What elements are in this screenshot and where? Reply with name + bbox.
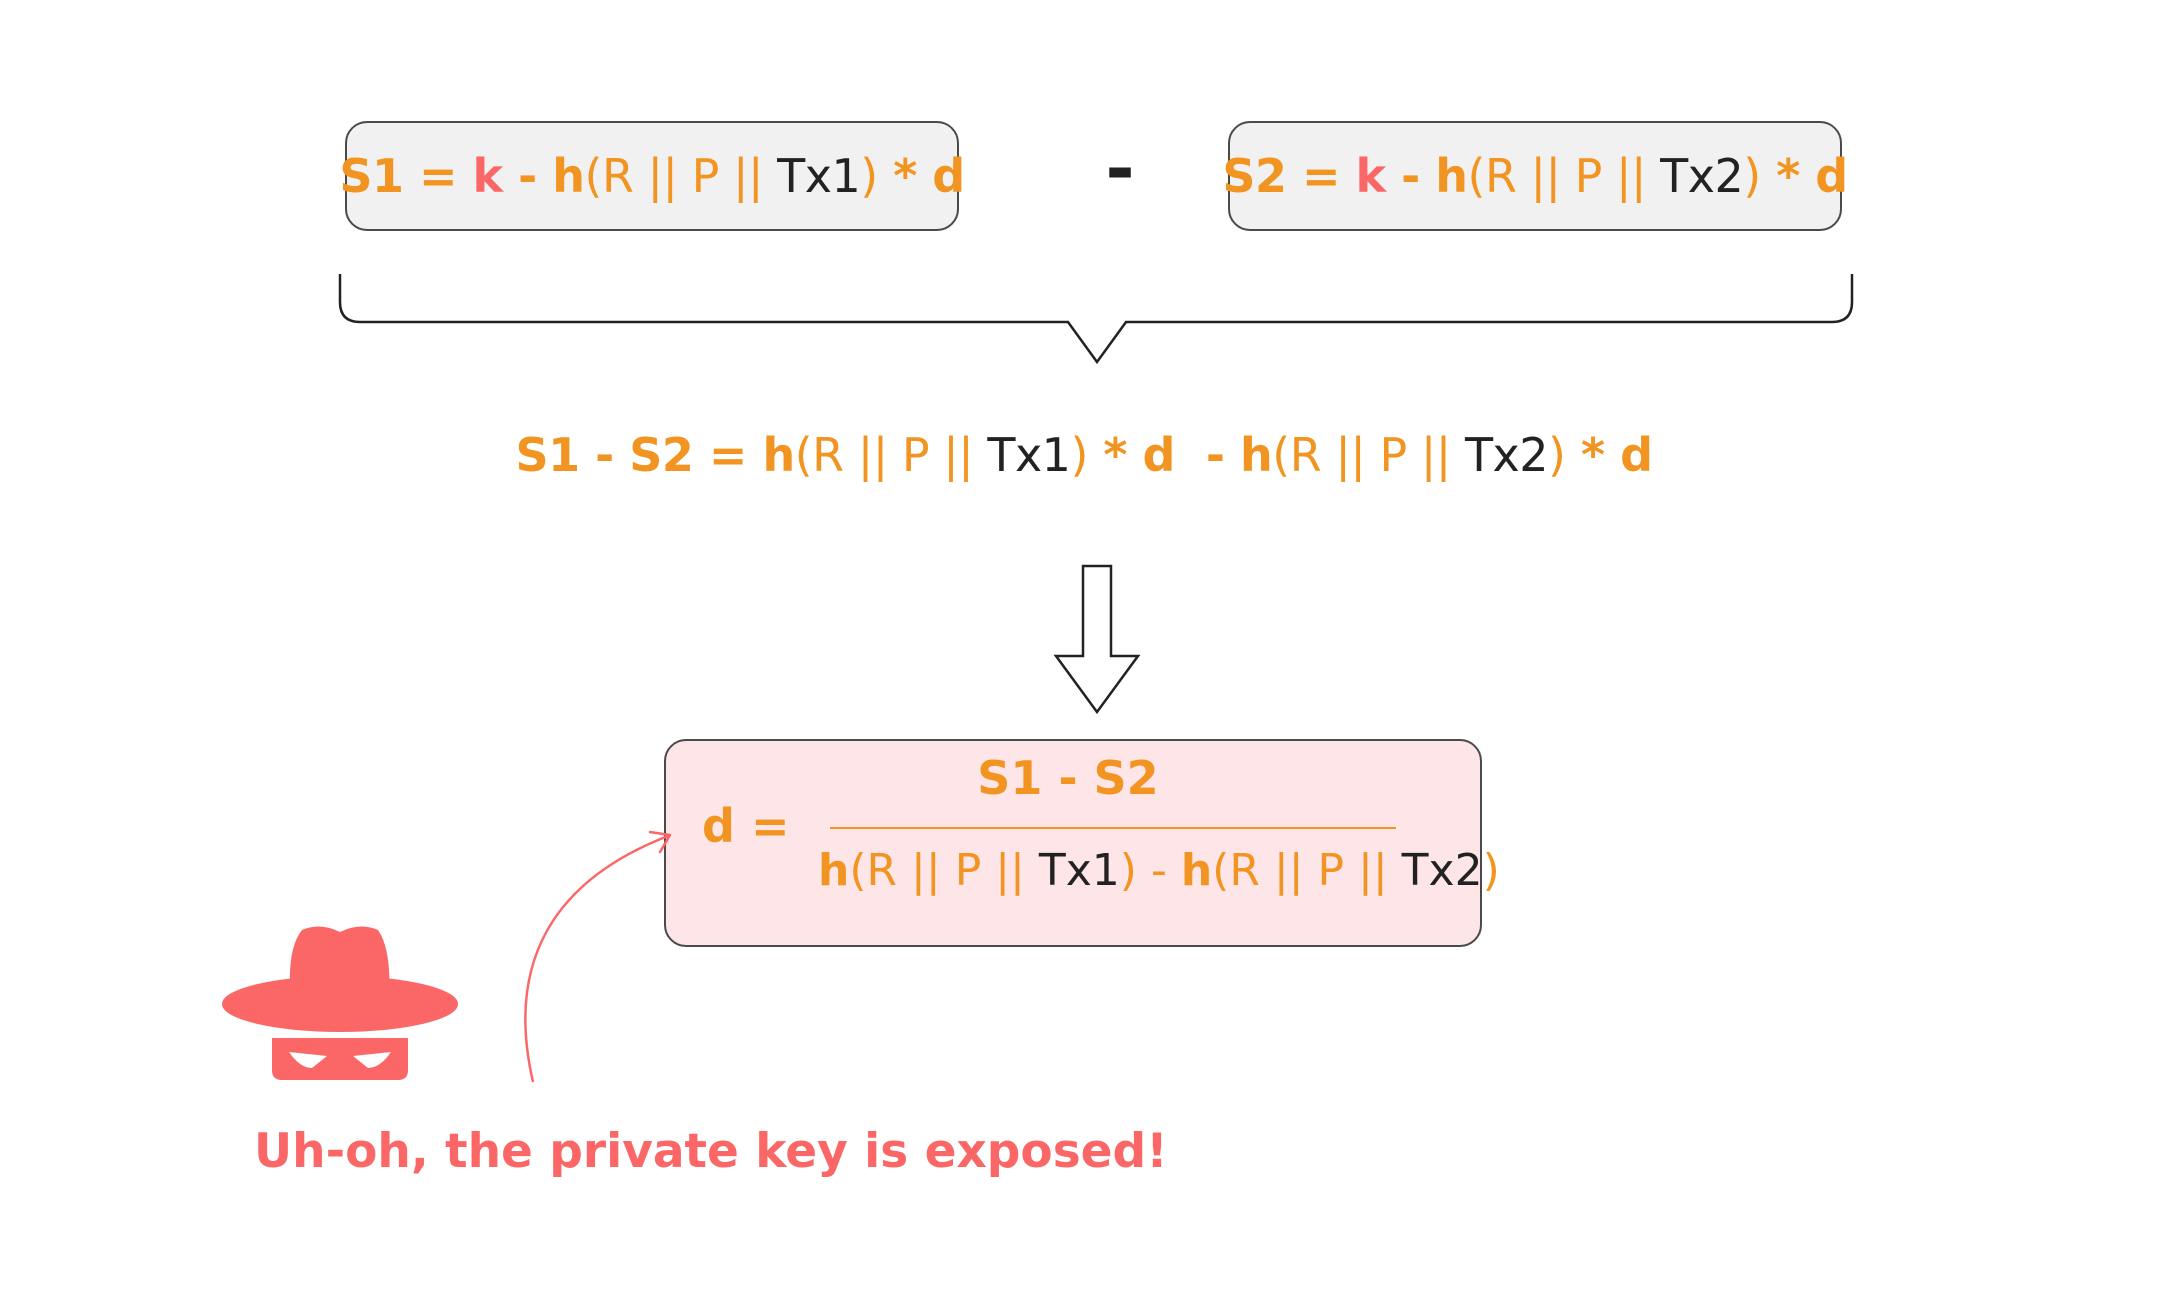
curly-brace	[338, 274, 1854, 365]
spy-hat-mask-icon	[222, 926, 458, 1080]
fraction-denominator: h(R || P || Tx1) - h(R || P || Tx2)	[818, 845, 1500, 896]
difference-equation: S1 - S2 = h(R || P || Tx1) * d - h(R || …	[515, 428, 1653, 482]
exposed-key-caption: Uh-oh, the private key is exposed!	[254, 1124, 1168, 1179]
fraction-numerator: S1 - S2	[977, 751, 1159, 805]
d-equals-label: d =	[702, 799, 790, 853]
s2-equation-box: S2 = k - h(R || P || Tx2) * d	[1222, 121, 1848, 231]
subtract-operator: -	[1105, 128, 1135, 210]
down-arrow-icon	[1053, 564, 1141, 715]
curved-arrow-head	[648, 830, 672, 854]
s1-equation: S1 = k - h(R || P || Tx1) * d	[339, 149, 965, 203]
s1-equation-box: S1 = k - h(R || P || Tx1) * d	[339, 121, 965, 231]
curved-arrow	[524, 834, 669, 1083]
fraction-line	[830, 827, 1396, 829]
private-key-result-box: d = S1 - S2 h(R || P || Tx1) - h(R || P …	[664, 739, 1500, 947]
s2-equation: S2 = k - h(R || P || Tx2) * d	[1222, 149, 1848, 203]
